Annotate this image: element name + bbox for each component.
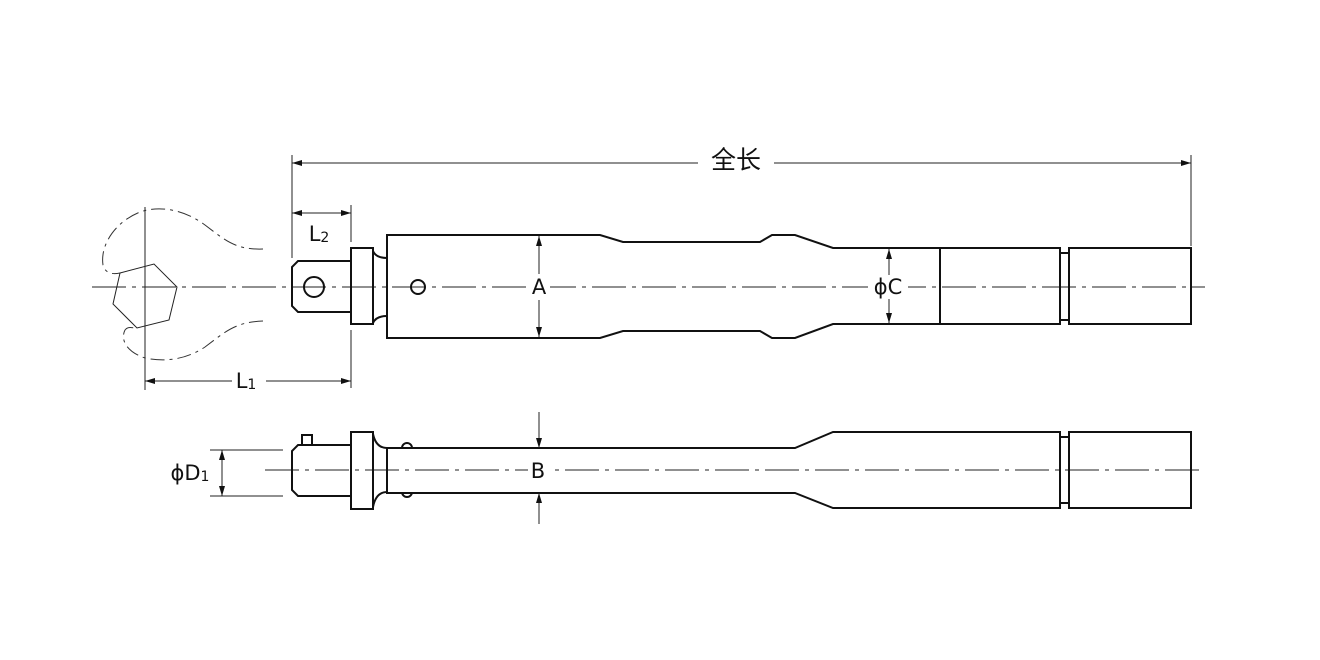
B-dimension: B (528, 412, 550, 524)
L1-dimension: L1 (145, 330, 352, 393)
side-view-wrench (291, 431, 1192, 510)
drive-pin (301, 434, 313, 446)
body-outline (386, 234, 1061, 339)
side-flange (350, 431, 374, 510)
hex-nut-outline (112, 263, 178, 329)
L2-dimension: L2 (292, 205, 352, 246)
L1-label: L1 (236, 369, 257, 393)
D1-dimension: ϕD1 (171, 449, 283, 497)
flange (350, 247, 374, 325)
C-label: ϕC (874, 275, 903, 299)
A-dimension: A (528, 236, 550, 337)
D1-label: ϕD1 (171, 461, 210, 485)
overall-length-dimension: 全长 (291, 146, 1192, 258)
wrench-head-phantom (102, 207, 264, 390)
drive-hole (303, 276, 325, 298)
B-label: B (531, 459, 545, 483)
A-label: A (532, 275, 547, 299)
C-dimension: ϕC (868, 249, 908, 323)
L2-label: L2 (309, 222, 330, 246)
body-pin (410, 279, 426, 295)
overall-length-label: 全长 (711, 146, 761, 175)
grip-end (1068, 247, 1192, 325)
side-body-outline (386, 431, 1061, 509)
top-view-wrench (291, 234, 1192, 339)
